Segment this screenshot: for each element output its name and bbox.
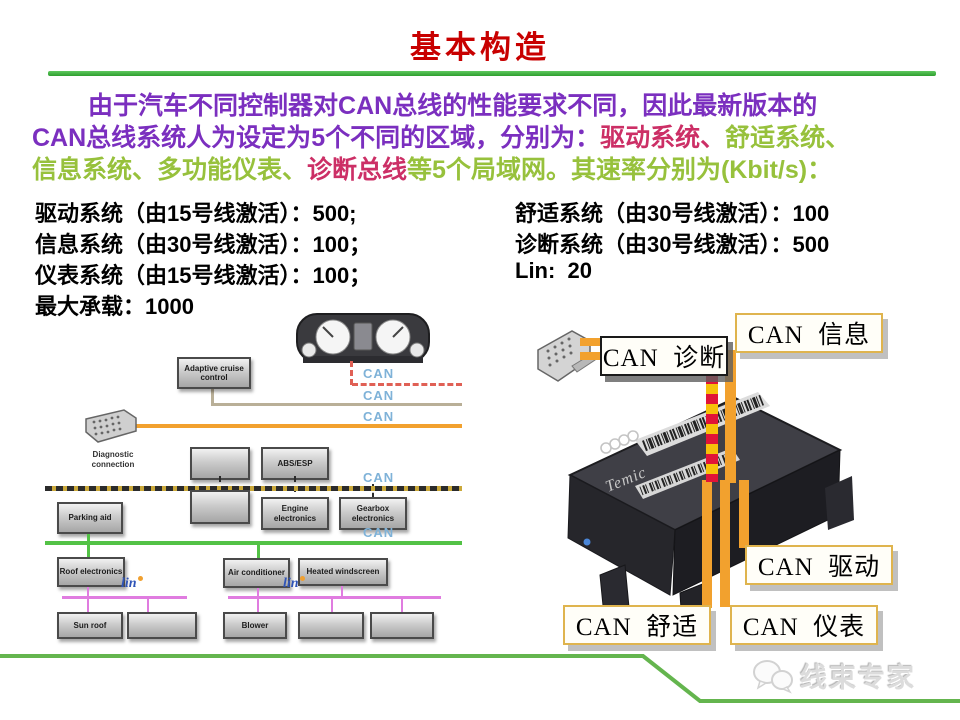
lin-bus-line [228,596,441,599]
spec-comfort: 舒适系统（由30号线激活）：100 [515,201,830,226]
box-sun-roof: Sun roof [57,612,123,639]
intro-line-3: 信息系统、多功能仪表、诊断总线等5个局域网。其速率分别为(Kbit/s)： [32,154,942,186]
lin-logo: lin [121,576,143,592]
box-air-conditioner: Air conditioner [223,558,290,588]
intro-paragraph: 由于汽车不同控制器对CAN总线的性能要求不同，因此最新版本的 CAN总线系统人为… [32,90,942,186]
lin-bus-line [62,596,187,599]
intro-run-kbit: (Kbit/s)： [720,156,833,184]
box-gearbox-electronics: Gearbox electronics [339,497,407,530]
diagnostic-can-dashed-line [706,374,718,482]
spec-info: 信息系统（由30号线激活）：100； [35,232,372,257]
drive-can-drop [372,484,374,498]
title-underline [48,71,936,76]
intro-run: 总线的性能要求不同，因此最新版本的 [392,92,818,120]
meter-can-line [720,480,730,607]
lin-drop [147,596,149,613]
can-bus-label: CAN [363,470,395,485]
comfort-can-line [702,480,712,608]
instrument-cluster-icon [296,313,430,363]
spec-max-load: 最大承载：1000 [35,294,194,319]
box-heated-windscreen: Heated windscreen [298,558,388,586]
intro-run-comfort-system: 舒适系统、 [725,124,851,152]
can-bus-label: CAN [363,388,395,403]
intro-run: 总线系统人为设定为 [86,124,312,152]
drive-can-drop [219,476,221,492]
comfort-can-drop [87,534,90,557]
can-bus-label: CAN [363,409,395,424]
label-can-drive: CAN 驱动 [745,545,893,585]
box-unlabeled [298,612,364,639]
intro-run: 个局域网。其速率分别为 [445,156,721,184]
drive-can-line [739,480,749,548]
intro-run: 5 [311,124,326,152]
box-blower: Blower [223,612,287,639]
can-diagnostic-line [105,424,462,428]
label-can-info: CAN 信息 [735,313,883,353]
box-unlabeled [190,490,250,524]
watermark: 线束专家 [752,656,916,695]
can-comfort-line [45,541,462,545]
intro-line-1: 由于汽车不同控制器对CAN总线的性能要求不同，因此最新版本的 [32,90,942,122]
audi-rings-icon [600,430,639,454]
diagnostic-connection-label: Diagnostic connection [91,450,135,469]
intro-run: 5 [432,156,446,184]
box-abs-esp: ABS/ESP [261,447,329,480]
lin-drop [401,596,403,613]
intro-line-2: CAN总线系统人为设定为5个不同的区域，分别为：驱动系统、舒适系统、 [32,122,942,154]
can-bus-label: CAN [363,525,395,540]
intro-run: CAN [338,92,393,120]
intro-run: CAN [32,124,87,152]
intro-run: 等 [407,156,433,184]
spec-diag: 诊断系统（由30号线激活）：500 [515,232,830,257]
intro-run-info-system: 信息系统、多功能仪表、 [32,156,308,184]
intro-run-drive-system: 驱动系统、 [600,124,726,152]
intro-run-diag-bus: 诊断总线 [307,156,408,184]
intro-run: 个不同的区域，分别为： [325,124,601,152]
info-can-line [725,350,736,483]
gateway-illustration: Temic CAN 诊断 CAN 信息 CAN 驱动 CAN 舒适 CAN 仪表 [520,300,960,690]
lin-drop [257,588,259,613]
spec-meter: 仪表系统（由15号线激活）：100； [35,263,372,288]
spec-drive: 驱动系统（由15号线激活）：500; [35,201,357,226]
lin-drop [87,587,89,613]
page-title: 基本构造 [410,30,550,65]
box-roof-electronics: Roof electronics [57,557,125,587]
box-adaptive-cruise-control: Adaptive cruise control [177,357,251,389]
can-info-line [352,383,462,386]
footer-decoration-line [0,654,960,703]
drive-can-drop [294,476,296,492]
gateway-module-photo: Temic [567,392,854,627]
comfort-can-drop [257,545,260,559]
watermark-text: 线束专家 [800,663,916,693]
car-network-diagram: CAN CAN CAN Diagnostic connection Adapti… [35,308,465,658]
lin-drop [341,586,343,597]
box-unlabeled [127,612,197,639]
label-can-comfort: CAN 舒适 [563,605,711,645]
intro-run: 由于汽车不同控制器对 [88,92,339,120]
can-drive-line [45,486,462,491]
wechat-icon [753,659,793,694]
can-acc-line [211,403,462,406]
can-info-line [350,361,353,385]
can-bus-label: CAN [363,366,395,381]
label-can-diagnostic: CAN 诊断 [600,336,728,376]
spec-lin: Lin: 20 [515,258,593,283]
box-engine-electronics: Engine electronics [261,497,329,530]
lin-logo: lin [283,576,305,592]
box-parking-aid: Parking aid [57,502,123,534]
diagnostic-connector-icon [85,409,137,443]
label-can-meter: CAN 仪表 [730,605,878,645]
can-acc-line [211,389,214,405]
box-unlabeled [370,612,434,639]
lin-drop [331,596,333,613]
